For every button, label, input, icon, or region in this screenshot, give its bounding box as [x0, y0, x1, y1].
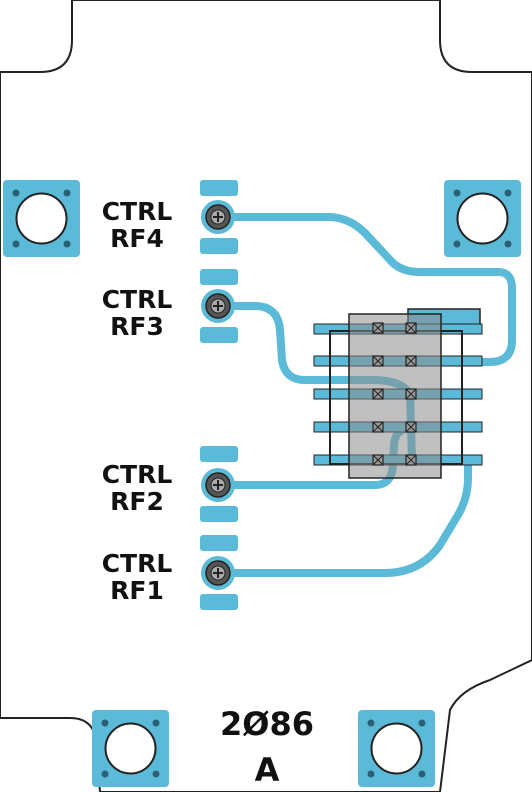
mounting-hole-bottom-left: [92, 710, 169, 787]
revision-letter: A: [255, 751, 280, 789]
label-ctrl-rf2-line2: RF2: [110, 487, 164, 516]
rf-pads: [200, 180, 238, 610]
label-ctrl-rf4-line1: CTRL: [102, 197, 173, 226]
mounting-hole-bottom-right: [358, 710, 435, 787]
label-ctrl-rf2-line1: CTRL: [102, 460, 173, 489]
trace-rf4: [214, 213, 516, 366]
chip-body-1: [348, 313, 442, 479]
board-id: 2Ø86: [220, 705, 314, 743]
trace-rf1: [214, 456, 472, 577]
chip-body-2: [348, 313, 442, 479]
label-ctrl-rf1-line2: RF1: [110, 576, 164, 605]
label-ctrl-rf1-line1: CTRL: [102, 549, 173, 578]
via-rf3: [201, 289, 235, 323]
label-ctrl-rf4-line2: RF4: [110, 224, 164, 253]
via-rf1: [201, 556, 235, 590]
via-rf2: [201, 468, 235, 502]
mounting-hole-top-left: [3, 180, 80, 257]
label-ctrl-rf3-line2: RF3: [110, 312, 164, 341]
label-ctrl-rf3-line1: CTRL: [102, 285, 173, 314]
mounting-hole-top-right: [444, 180, 521, 257]
via-rf4: [201, 200, 235, 234]
ic-footprint: [313, 308, 483, 479]
